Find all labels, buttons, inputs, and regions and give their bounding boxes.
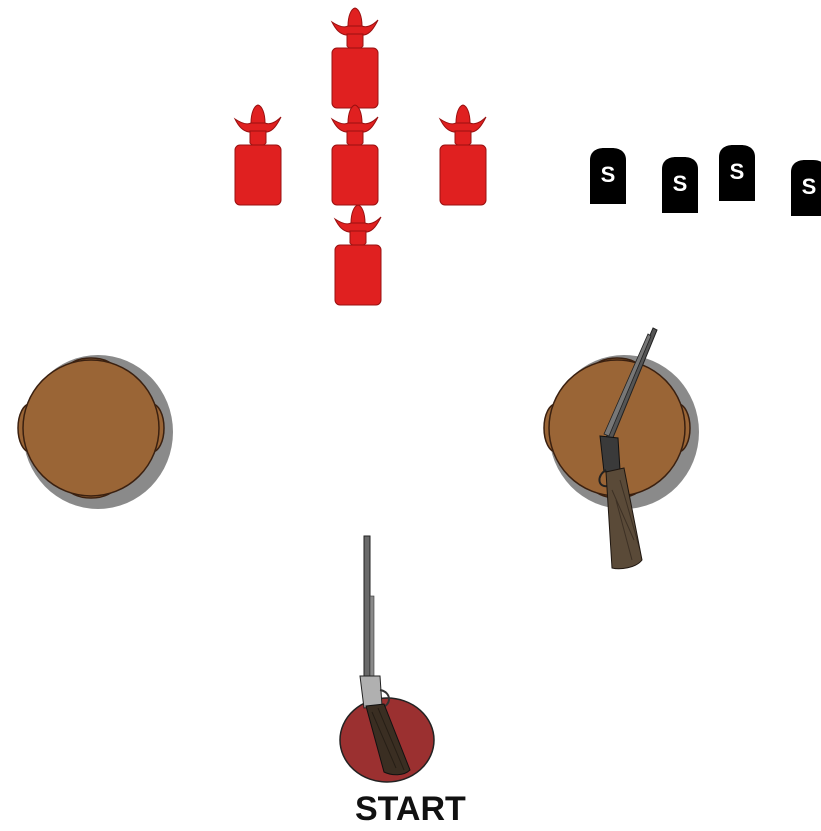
steel-plate-target-icon: S [791, 160, 821, 216]
steel-plate-target-icon: S [662, 157, 698, 213]
cowboy-silhouette-target-icon [332, 8, 378, 108]
cowboy-silhouette-target-icon [235, 105, 281, 205]
cowboy-silhouette-target-icon [440, 105, 486, 205]
steel-plate-target-icon: S [590, 148, 626, 204]
start-label: START [355, 790, 465, 829]
cowboy-silhouette-target-icon [335, 205, 381, 305]
steel-plate-target-icon: S [719, 145, 755, 201]
round-table-icon [18, 355, 173, 509]
steel-target-label: S [730, 159, 745, 184]
steel-target-label: S [601, 162, 616, 187]
steel-target-label: S [802, 174, 817, 199]
steel-target-label: S [673, 171, 688, 196]
cowboy-silhouette-target-icon [332, 105, 378, 205]
